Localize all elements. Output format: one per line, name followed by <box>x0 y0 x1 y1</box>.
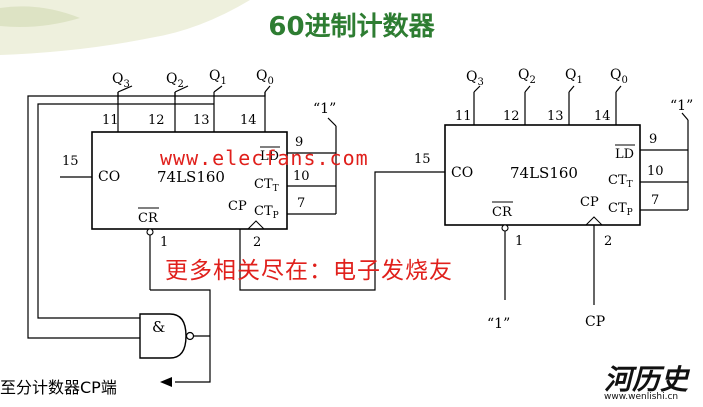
chip-left-q2: Q2 <box>166 71 184 90</box>
pin-label: 14 <box>240 113 257 128</box>
pin-label: 2 <box>604 234 612 249</box>
pin-label: 15 <box>414 152 431 167</box>
pin-label: 1 <box>160 235 168 250</box>
chip-left-cr-bubble <box>146 228 154 236</box>
pin-label: 11 <box>102 113 119 128</box>
const-one-right: “1” <box>670 98 693 114</box>
watermark-url: www.elecfans.com <box>160 146 369 170</box>
chip-left-ctt: CTT <box>254 177 279 194</box>
pin-label: 1 <box>515 234 523 249</box>
pin-label: 14 <box>594 109 611 124</box>
chip-right-co: CO <box>451 165 473 181</box>
chip-left-cr: CR <box>138 211 159 226</box>
site-logo: 河历史 <box>604 363 689 396</box>
chip-right-right-pins <box>640 112 689 211</box>
pin-label: 13 <box>547 109 564 124</box>
pin-label: 11 <box>455 109 472 124</box>
chip-right-body <box>444 124 641 226</box>
output-arrow <box>160 377 172 387</box>
chip-left-q1: Q1 <box>209 68 227 87</box>
pin-label: 10 <box>647 164 664 179</box>
clock-input-label: CP <box>585 314 605 330</box>
pin-label: 7 <box>651 193 659 208</box>
chip-left-right-pins <box>287 117 337 215</box>
page-title: 60进制计数器 <box>268 12 435 42</box>
chip-right-name: 74LS160 <box>510 164 578 182</box>
watermark-slogan: 更多相关尽在：电子发烧友 <box>165 258 453 284</box>
pin-label: 13 <box>193 113 210 128</box>
pin-label: 9 <box>295 135 303 150</box>
gate-symbol: & <box>152 318 165 336</box>
chip-right-ld: LD <box>615 147 634 162</box>
pin-label: 12 <box>503 109 520 124</box>
const-one-left: “1” <box>313 101 336 117</box>
chip-left-co: CO <box>98 169 120 185</box>
chip-right-q0: Q0 <box>610 67 628 86</box>
chip-left-ld: LD <box>260 149 279 164</box>
corner-decoration <box>0 0 250 55</box>
chip-right-clock-symbol <box>584 216 604 226</box>
output-label: 至分计数器CP端 <box>0 378 117 397</box>
pin-label: 9 <box>649 132 657 147</box>
chip-left-cp: CP <box>228 199 247 214</box>
chip-right-cp: CP <box>580 195 599 210</box>
carry-wire <box>239 171 445 291</box>
chip-right-cr: CR <box>492 205 513 220</box>
site-logo-url: www.wenlishi.cn <box>604 392 679 402</box>
chip-left-name: 74LS160 <box>157 168 225 186</box>
chip-right-ctp: CTP <box>608 201 633 218</box>
pin-label: 15 <box>62 154 79 169</box>
chip-left-q0: Q0 <box>256 68 274 87</box>
chip-left-q3: Q3 <box>112 71 130 90</box>
chip-right-cr-bubble <box>501 224 509 232</box>
chip-right-top-pins <box>473 85 622 125</box>
const-one-bottom: “1” <box>487 316 510 332</box>
pin-label: 2 <box>253 235 261 250</box>
pin-label: 7 <box>297 196 305 211</box>
chip-right-q2: Q2 <box>518 67 536 86</box>
chip-left-clock-symbol <box>246 220 266 230</box>
pin-label: 12 <box>148 113 165 128</box>
chip-left-body <box>91 131 288 230</box>
feedback-wires <box>27 92 266 383</box>
nand-gate-bubble <box>185 331 195 341</box>
chip-left-ctp: CTP <box>254 204 279 221</box>
chip-right-ctt: CTT <box>608 173 633 190</box>
chip-right-q1: Q1 <box>565 67 583 86</box>
chip-right-q3: Q3 <box>466 69 484 88</box>
pin-label: 10 <box>293 169 310 184</box>
